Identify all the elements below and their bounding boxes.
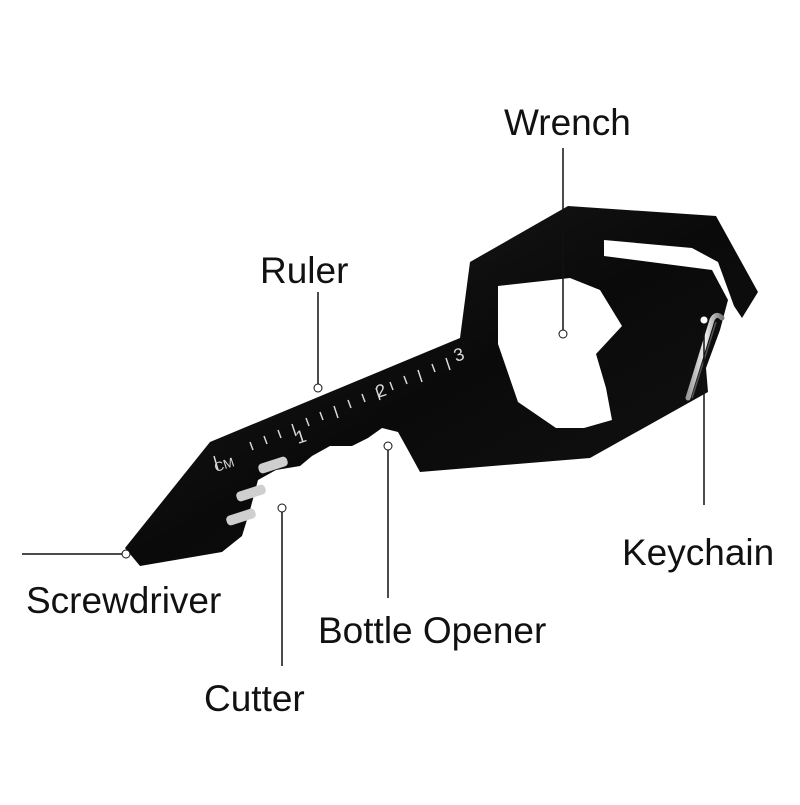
ruler-unit-label: CM — [212, 454, 236, 475]
ruler-markings — [213, 357, 451, 471]
ruler-label: Ruler — [260, 250, 349, 291]
leader-dots — [121, 315, 709, 559]
cutter-label: Cutter — [204, 678, 305, 719]
cutter-teeth — [226, 456, 288, 526]
multitool-body — [125, 206, 758, 566]
keychain-wire — [685, 312, 725, 401]
leader-lines — [22, 148, 705, 666]
screwdriver-label: Screwdriver — [26, 580, 222, 621]
wrench-notch — [570, 300, 588, 312]
keychain-label: Keychain — [622, 532, 775, 573]
bottle-opener-label: Bottle Opener — [318, 610, 547, 651]
wrench-label: Wrench — [504, 102, 631, 143]
